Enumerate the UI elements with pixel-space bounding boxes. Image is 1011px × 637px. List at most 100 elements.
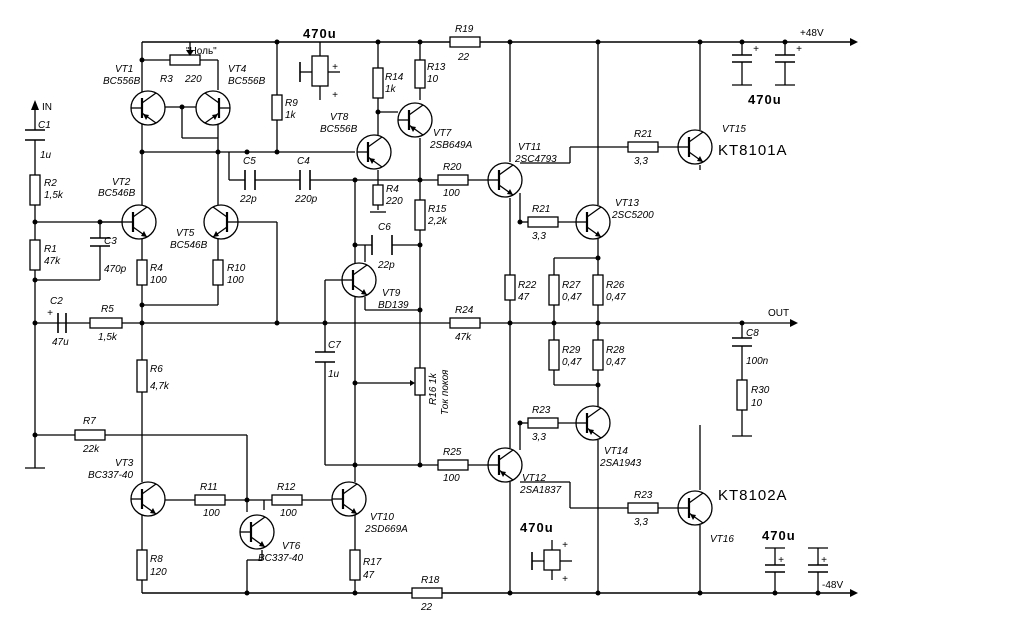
r13-ref: R13	[427, 62, 446, 73]
r27-resistor	[548, 274, 560, 306]
c4-capacitor	[299, 170, 311, 190]
vt12-part: 2SA1837	[519, 485, 562, 496]
r3-value: 220	[184, 74, 202, 85]
c6-ref: C6	[378, 222, 391, 233]
r29-resistor	[548, 339, 560, 371]
r24-ref: R24	[455, 305, 474, 316]
r14-value: 1k	[385, 84, 397, 95]
r26-value: 0,47	[606, 292, 626, 303]
output-line	[35, 319, 798, 327]
r4b-value: 220	[385, 196, 403, 207]
r27-ref: R27	[562, 280, 581, 291]
c4-ref: C4	[297, 156, 310, 167]
vt9-transistor	[340, 261, 378, 299]
r13-value: 10	[427, 74, 439, 85]
r11-resistor	[194, 494, 226, 506]
r27-value: 0,47	[562, 292, 582, 303]
r1-resistor	[29, 239, 41, 271]
c7-ref: C7	[328, 340, 341, 351]
r2-resistor	[29, 174, 41, 206]
c5-capacitor	[244, 170, 256, 190]
null-label: "Ноль"	[186, 46, 217, 57]
r23a-resistor	[527, 417, 559, 429]
vt9-part: BD139	[378, 300, 409, 311]
r17-resistor	[349, 549, 361, 581]
r6-ref: R6	[150, 364, 163, 375]
cap-470u-top-plus2: +	[332, 90, 338, 101]
vt14-transistor	[574, 404, 612, 442]
r19-value: 22	[457, 52, 470, 63]
vt4-transistor	[194, 89, 232, 127]
r7-resistor	[74, 429, 106, 441]
vt9-ref: VT9	[382, 288, 401, 299]
r5-value: 1,5k	[98, 332, 118, 343]
rail-cap-bot-plus2: +	[821, 555, 827, 566]
c6-capacitor	[371, 235, 393, 255]
output-wiring	[509, 42, 701, 593]
r17-value: 47	[363, 570, 375, 581]
r30-value: 10	[751, 398, 763, 409]
vt1-part: BC556B	[103, 76, 141, 87]
vt14-part: 2SA1943	[599, 458, 642, 469]
r4b-ref: R4	[386, 184, 399, 195]
c5-ref: C5	[243, 156, 256, 167]
vt8-transistor	[355, 133, 393, 171]
vt6-transistor	[238, 513, 276, 551]
r28-ref: R28	[606, 345, 625, 356]
c8-value: 100n	[746, 356, 769, 367]
c3-capacitor	[90, 237, 110, 247]
r19-ref: R19	[455, 24, 474, 35]
r8-ref: R8	[150, 554, 163, 565]
r21b-ref: R21	[532, 204, 550, 215]
vt13-part: 2SC5200	[611, 210, 654, 221]
out-label: OUT	[768, 308, 789, 319]
r22-value: 47	[518, 292, 530, 303]
r1-ref: R1	[44, 244, 57, 255]
vt1-ref: VT1	[115, 64, 133, 75]
vt15-transistor	[676, 128, 714, 166]
vt15-part: KT8101A	[718, 142, 788, 159]
cap-470u-bottom-plus2: +	[562, 574, 568, 585]
vt16-part: KT8102A	[718, 487, 788, 504]
vt4-part: BC556B	[228, 76, 266, 87]
r23b-ref: R23	[634, 490, 653, 501]
cap-470u-top-plus: +	[332, 62, 338, 73]
vt10-part: 2SD669A	[364, 524, 408, 535]
r19-resistor	[449, 36, 481, 48]
vt2-ref: VT2	[112, 177, 131, 188]
vt5-part: BC546B	[170, 240, 208, 251]
c6-value: 22p	[377, 260, 395, 271]
r26-resistor	[592, 274, 604, 306]
c2-plus: +	[47, 308, 53, 319]
vt11-transistor	[486, 161, 524, 199]
r16-label: R16 1k	[428, 372, 439, 405]
vt13-ref: VT13	[615, 198, 639, 209]
c2-capacitor	[57, 313, 67, 333]
r18-ref: R18	[421, 575, 440, 586]
r4a-value: 100	[150, 275, 167, 286]
r10-resistor	[212, 259, 224, 286]
rail-cap-top-plus2: +	[796, 44, 802, 55]
vt6-ref: VT6	[282, 541, 301, 552]
r5-resistor	[89, 317, 123, 329]
rail-caps-bottom	[765, 547, 828, 593]
vt2-transistor	[120, 203, 158, 241]
r20-value: 100	[443, 188, 460, 199]
c4-value: 220p	[294, 194, 318, 205]
r23a-ref: R23	[532, 405, 551, 416]
vas-wiring	[324, 42, 488, 466]
r21a-value: 3,3	[634, 156, 648, 167]
c3-ref: C3	[104, 236, 117, 247]
diff-pair-wiring	[101, 42, 420, 360]
c5-value: 22p	[239, 194, 257, 205]
vt10-transistor	[330, 480, 368, 518]
r8-value: 120	[150, 567, 167, 578]
r20-resistor	[437, 174, 469, 186]
vt16-ref: VT16	[710, 534, 734, 545]
vt12-transistor	[486, 446, 524, 484]
rail-cap-top-plus1: +	[753, 44, 759, 55]
r22-resistor	[504, 274, 516, 301]
negative-rail	[142, 589, 858, 597]
cap-470u-top-label: 470u	[303, 26, 337, 41]
